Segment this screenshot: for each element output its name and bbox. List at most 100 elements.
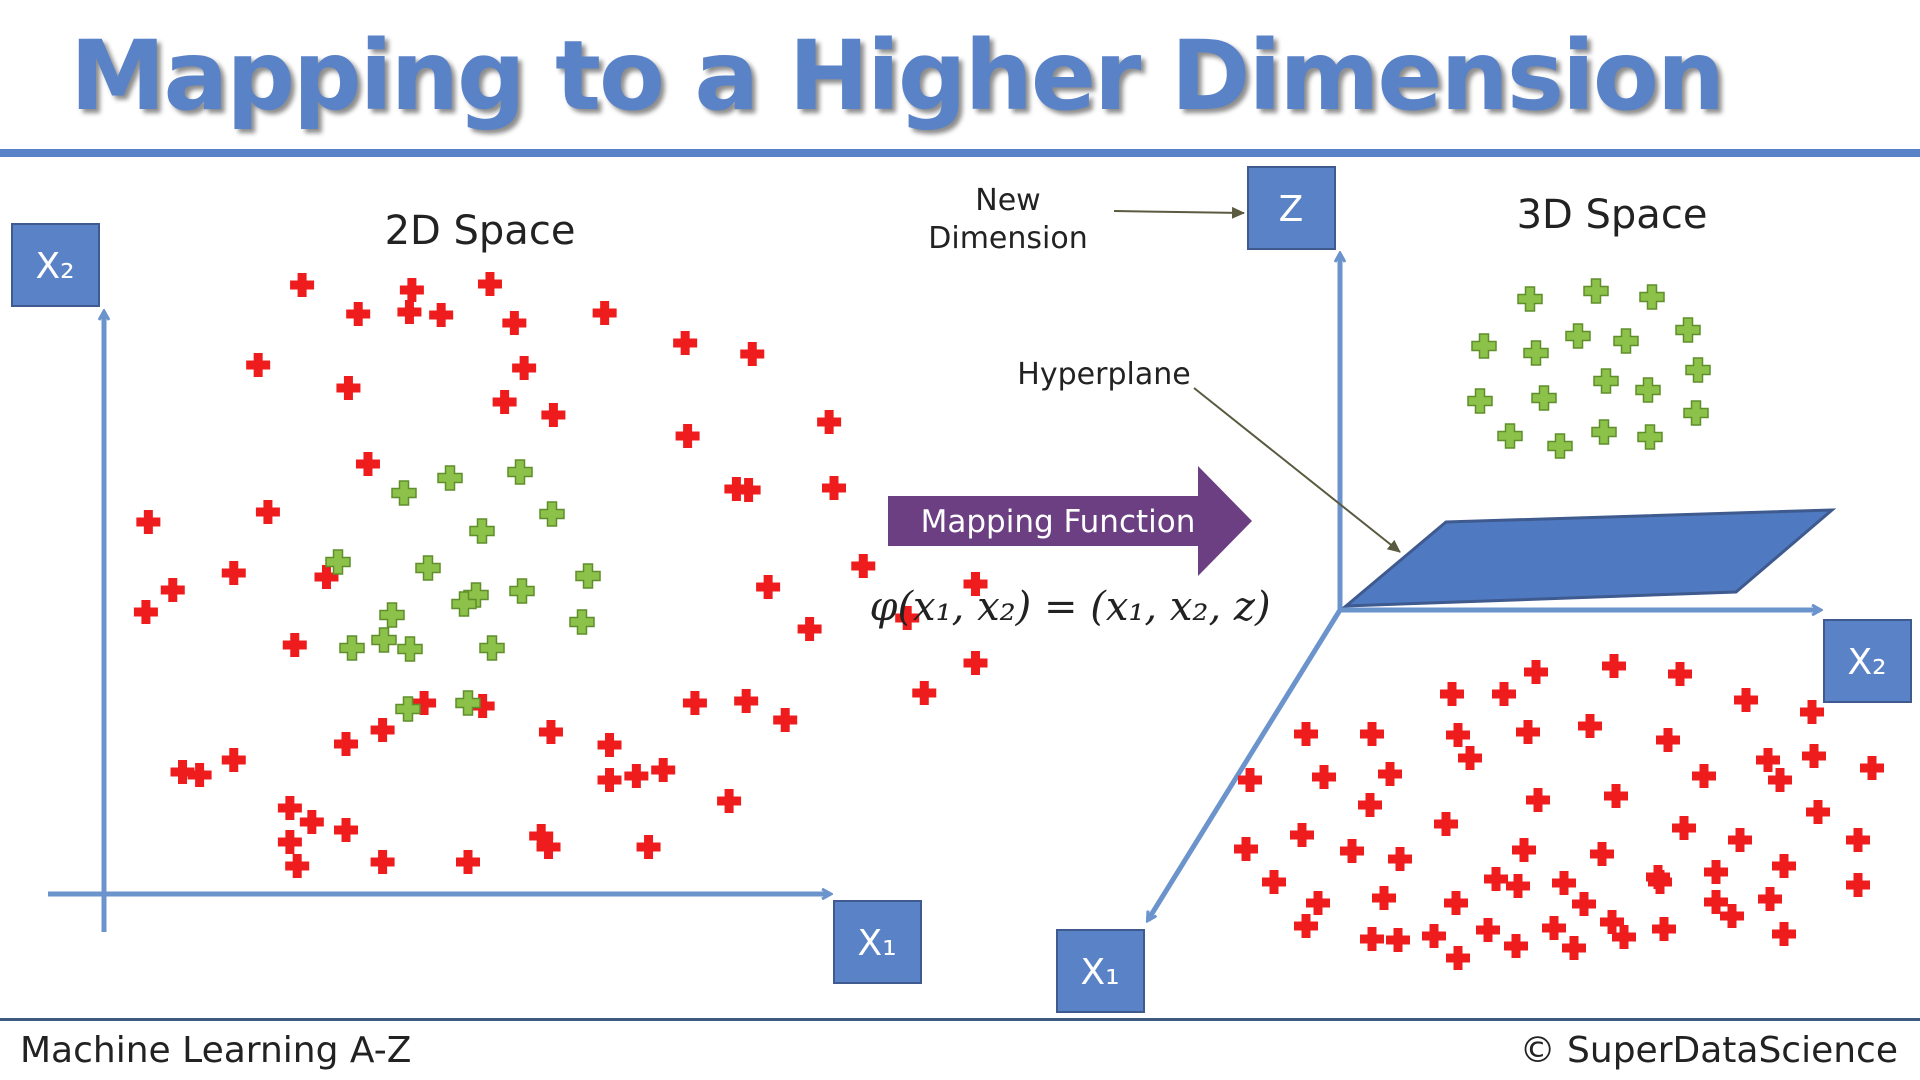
red-plus-icon xyxy=(1358,793,1382,817)
red-plus-icon xyxy=(1440,682,1464,706)
red-plus-icon xyxy=(1578,714,1602,738)
red-plus-icon xyxy=(1360,722,1384,746)
green-plus-icon xyxy=(451,591,477,617)
red-plus-icon xyxy=(429,303,454,327)
red-plus-icon xyxy=(1378,762,1402,786)
red-plus-icon xyxy=(1800,700,1824,724)
red-plus-icon xyxy=(1492,682,1516,706)
red-plus-icon xyxy=(1772,854,1796,878)
red-plus-icon xyxy=(370,718,395,742)
mapping-function-label: Mapping Function xyxy=(921,504,1196,540)
green-plus-icon xyxy=(509,578,535,604)
red-plus-icon xyxy=(673,331,698,355)
red-plus-icon xyxy=(817,410,842,434)
red-plus-icon xyxy=(736,478,761,502)
green-plus-icon xyxy=(391,480,417,506)
axis-label-3d-z: Z xyxy=(1247,166,1336,250)
green-plus-icon xyxy=(1517,286,1543,312)
red-plus-icon xyxy=(1290,823,1314,847)
points-3d-red xyxy=(1234,654,1884,970)
red-plus-icon xyxy=(773,708,798,732)
red-plus-icon xyxy=(412,691,437,715)
red-plus-icon xyxy=(502,311,527,335)
red-plus-icon xyxy=(851,554,876,578)
axis-label-3d-z-text: Z xyxy=(1279,189,1304,230)
red-plus-icon xyxy=(160,578,185,602)
red-plus-icon xyxy=(397,300,422,324)
green-plus-icon xyxy=(1683,400,1709,426)
red-plus-icon xyxy=(624,764,649,788)
points-2d-green xyxy=(325,459,601,722)
green-plus-icon xyxy=(1471,333,1497,359)
red-plus-icon xyxy=(740,342,765,366)
green-plus-icon xyxy=(469,518,495,544)
red-plus-icon xyxy=(1306,891,1330,915)
axis-label-3d-x2-text: X₂ xyxy=(1847,642,1886,683)
new-dimension-pointer xyxy=(1113,206,1245,219)
green-plus-icon xyxy=(1593,368,1619,394)
red-plus-icon xyxy=(492,390,517,414)
red-plus-icon xyxy=(1340,839,1364,863)
red-plus-icon xyxy=(399,278,424,302)
red-plus-icon xyxy=(1360,927,1384,951)
red-plus-icon xyxy=(1552,871,1576,895)
red-plus-icon xyxy=(1756,748,1780,772)
red-plus-icon xyxy=(822,476,846,500)
axis-label-3d-x2: X₂ xyxy=(1823,619,1912,703)
green-plus-icon xyxy=(339,635,365,661)
footer-copyright: © SuperDataScience xyxy=(1519,1030,1898,1071)
red-plus-icon xyxy=(334,818,358,842)
red-plus-icon xyxy=(1668,662,1692,686)
axis-label-2d-y-text: X₂ xyxy=(35,246,74,287)
red-plus-icon xyxy=(1444,891,1468,915)
green-plus-icon xyxy=(463,582,489,608)
axis-label-2d-y: X₂ xyxy=(11,223,100,307)
green-plus-icon xyxy=(1583,278,1609,304)
red-plus-icon xyxy=(1372,886,1396,910)
red-plus-icon xyxy=(1446,946,1470,970)
red-plus-icon xyxy=(285,854,310,878)
red-plus-icon xyxy=(512,356,537,380)
red-plus-icon xyxy=(597,733,622,757)
red-plus-icon xyxy=(1758,887,1782,911)
red-plus-icon xyxy=(1846,828,1870,852)
red-plus-icon xyxy=(346,302,371,326)
green-plus-icon xyxy=(569,609,595,635)
axes-2d xyxy=(48,312,830,932)
red-plus-icon xyxy=(456,850,480,874)
red-plus-icon xyxy=(1446,723,1470,747)
red-plus-icon xyxy=(1652,917,1676,941)
green-plus-icon xyxy=(479,635,505,661)
hyperplane-pointer xyxy=(1193,387,1401,553)
red-plus-icon xyxy=(1504,934,1528,958)
red-plus-icon xyxy=(477,272,502,296)
red-plus-icon xyxy=(355,452,380,476)
axis-label-2d-x: X₁ xyxy=(833,900,922,984)
green-plus-icon xyxy=(1635,377,1661,403)
red-plus-icon xyxy=(290,273,315,297)
red-plus-icon xyxy=(1692,764,1716,788)
red-plus-icon xyxy=(1704,890,1728,914)
red-plus-icon xyxy=(336,376,361,400)
green-plus-icon xyxy=(575,563,601,589)
red-plus-icon xyxy=(1604,784,1628,808)
red-plus-icon xyxy=(636,835,661,859)
green-plus-icon xyxy=(1547,433,1573,459)
red-plus-icon xyxy=(1234,837,1258,861)
red-plus-icon xyxy=(133,600,158,624)
red-plus-icon xyxy=(1704,860,1728,884)
red-plus-icon xyxy=(1734,688,1758,712)
red-plus-icon xyxy=(724,477,749,501)
footer-course-name: Machine Learning A-Z xyxy=(20,1030,412,1071)
green-plus-icon xyxy=(455,690,481,716)
mapping-arrow: Mapping Function xyxy=(888,466,1252,576)
red-plus-icon xyxy=(1238,768,1262,792)
new-dimension-label-line2: Dimension xyxy=(928,221,1087,256)
green-plus-icon xyxy=(379,602,405,628)
points-3d-green xyxy=(1467,278,1711,459)
green-plus-icon xyxy=(1637,424,1663,450)
red-plus-icon xyxy=(675,424,700,448)
red-plus-icon xyxy=(277,830,302,854)
green-plus-icon xyxy=(507,459,533,485)
